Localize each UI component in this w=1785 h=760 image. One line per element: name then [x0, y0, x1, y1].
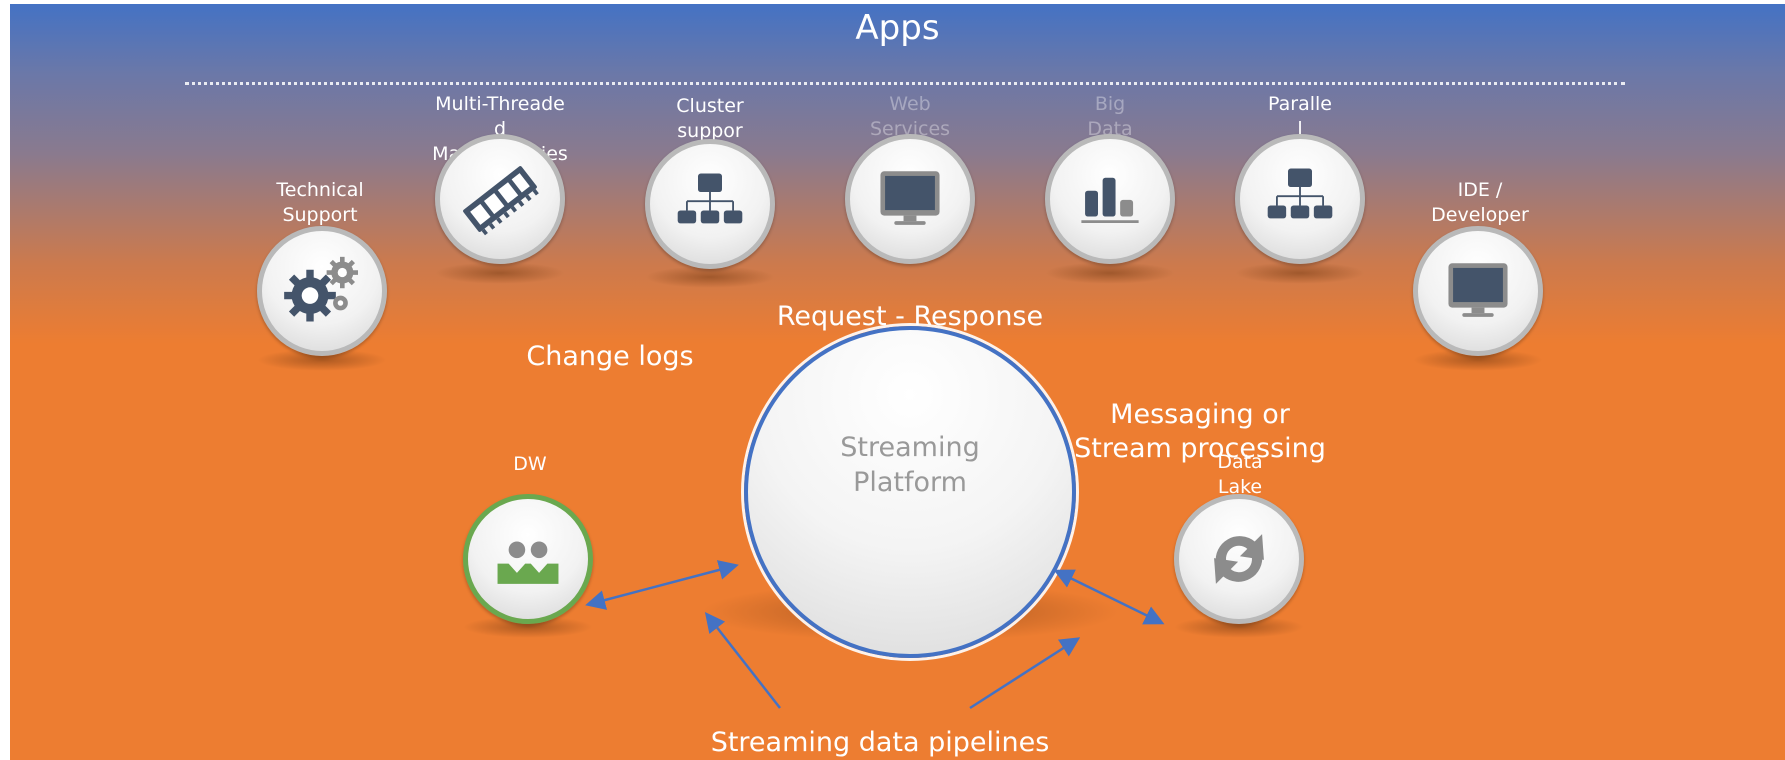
shadow-multi-threaded — [435, 262, 565, 284]
arrow-dw-platform — [585, 560, 739, 610]
label-request-response: Request - Response — [776, 301, 1044, 332]
org-chart-icon — [677, 173, 743, 224]
shadow-cluster — [645, 266, 775, 288]
shadow-technical-support — [257, 349, 387, 371]
shadow-dw — [463, 616, 593, 638]
diagram-title: Apps — [855, 8, 940, 48]
arrow-platform-datalake — [1053, 569, 1165, 625]
diagram-canvas: Apps Multi-Threade d Math Libraries Clus… — [10, 4, 1785, 760]
monitor-icon — [1448, 263, 1508, 317]
data-lake-node — [1174, 494, 1304, 624]
label-messaging: Messaging or Stream processing — [1074, 399, 1326, 464]
label-dw: DW — [513, 453, 547, 475]
shadow-ide — [1413, 349, 1543, 371]
parallel-node — [1235, 134, 1365, 264]
monitor-icon — [880, 171, 940, 225]
flow-arrows — [585, 560, 1165, 710]
people-icon — [497, 541, 559, 584]
label-cluster: Cluster suppor — [676, 95, 744, 142]
gears-icon — [284, 256, 358, 322]
label-pipelines: Streaming data pipelines — [710, 727, 1050, 758]
memory-chip-icon — [463, 166, 539, 236]
technical-support-node — [257, 226, 387, 356]
shadow-big-data — [1045, 262, 1175, 284]
label-ide: IDE / Developer GUI — [1431, 179, 1529, 240]
label-change-logs: Change logs — [526, 341, 694, 372]
arrow-pipeline-right — [969, 637, 1081, 710]
web-services-node — [845, 134, 975, 264]
shadow-data-lake — [1174, 616, 1304, 638]
label-data-lake: Data Lake — [1217, 451, 1263, 498]
big-data-node — [1045, 134, 1175, 264]
org-chart-icon — [1267, 168, 1333, 219]
streaming-platform: Streaming Platform — [744, 326, 1076, 658]
label-technical-support: Technical Support — [276, 179, 364, 226]
arrow-pipeline-left — [704, 612, 781, 709]
dw-node — [463, 494, 593, 624]
cluster-node — [645, 139, 775, 269]
refresh-icon — [1214, 534, 1264, 584]
shadow-parallel — [1235, 262, 1365, 284]
bar-chart-icon — [1081, 177, 1139, 223]
platform-label: Streaming Platform — [840, 432, 980, 498]
ide-node — [1413, 226, 1543, 356]
dotted-divider — [185, 82, 1625, 85]
multi-threaded-node — [435, 134, 565, 264]
